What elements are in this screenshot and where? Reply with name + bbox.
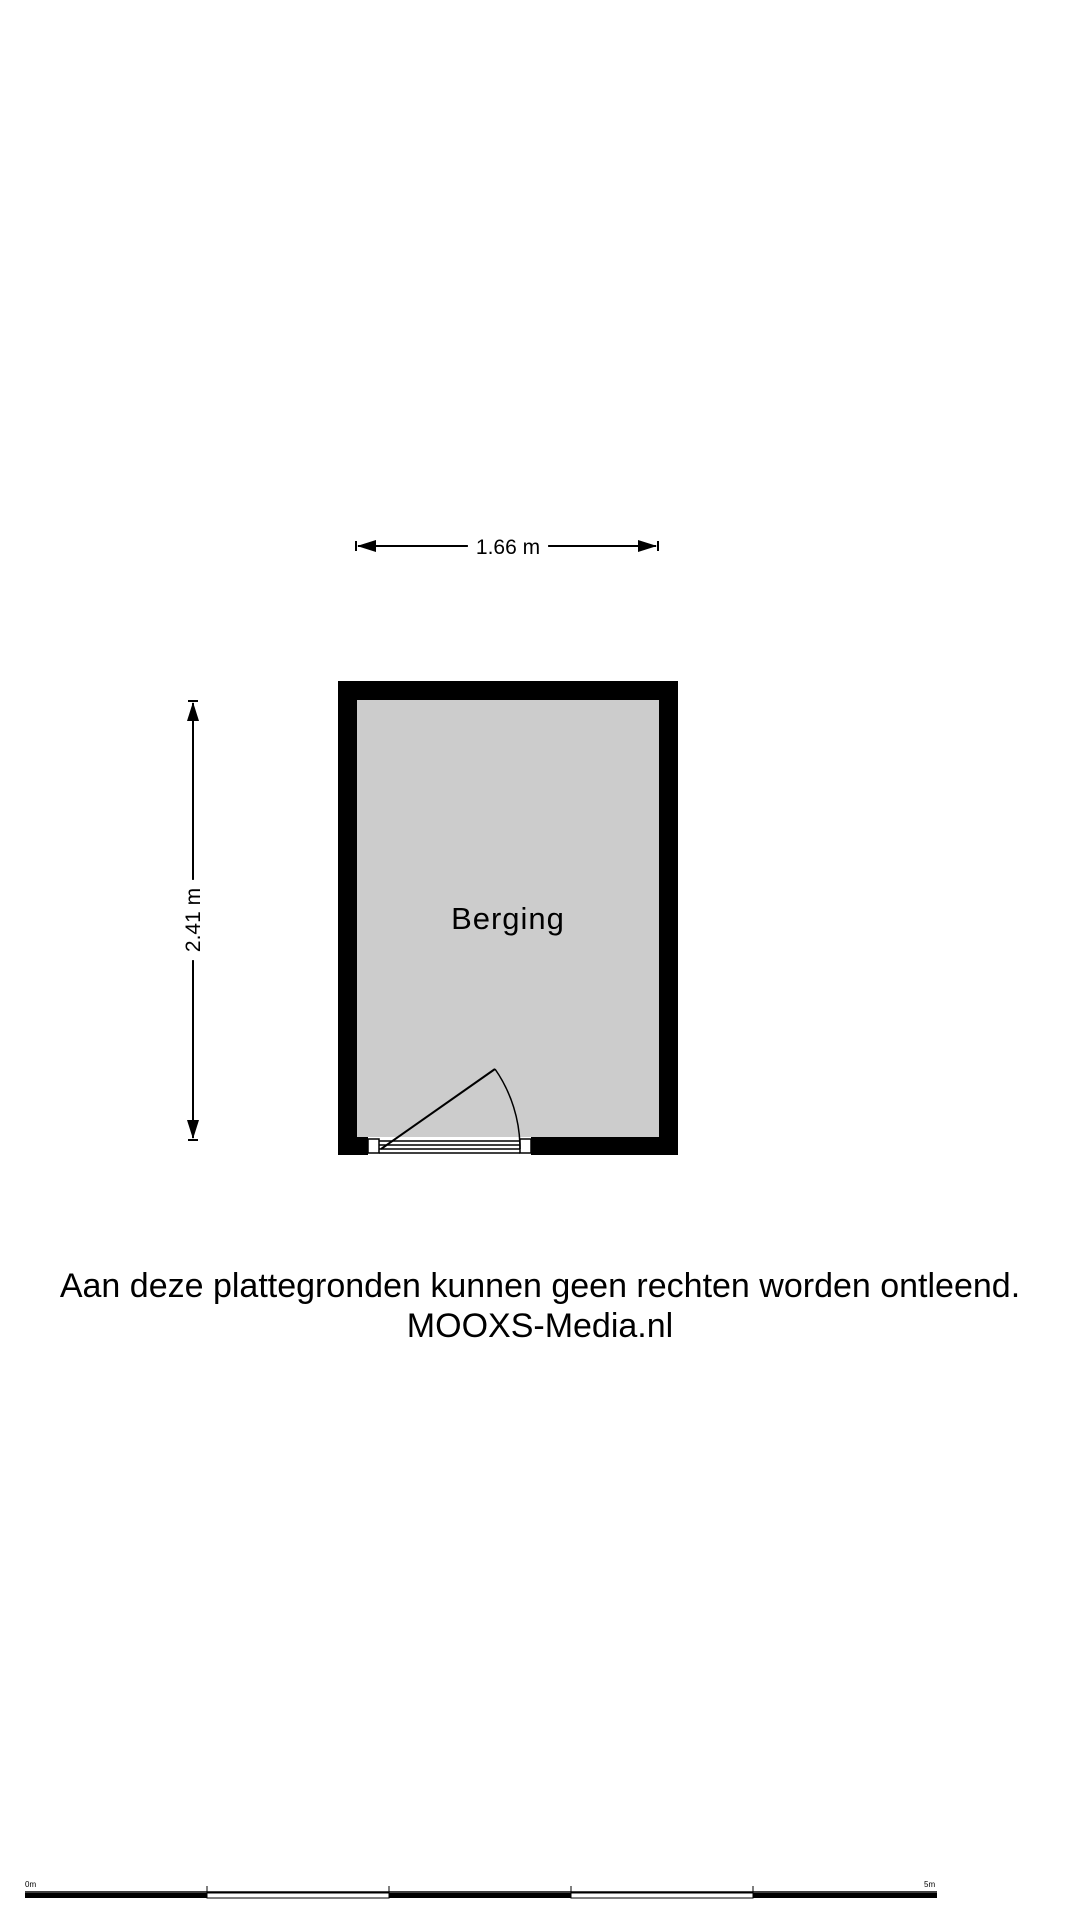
door <box>367 1068 532 1155</box>
scale-bar-end-label: 5m <box>924 1880 935 1889</box>
arrowhead-down-icon <box>187 1120 199 1139</box>
disclaimer-text: Aan deze plattegronden kunnen geen recht… <box>59 1267 1021 1305</box>
door-jamb-right <box>519 1138 532 1154</box>
room-floor <box>357 700 659 1137</box>
width-dimension-label: 1.66 m <box>476 536 540 559</box>
scale-bar: 0m 5m <box>25 1880 937 1899</box>
room-berging: Berging <box>338 681 678 1155</box>
scale-bar-start-label: 0m <box>25 1880 36 1889</box>
height-dimension: 2.41 m <box>182 700 205 1141</box>
door-swing-arc <box>494 1068 521 1150</box>
brand-text: MOOXS-Media.nl <box>406 1307 674 1345</box>
door-leaf <box>380 1068 496 1150</box>
height-dimension-label: 2.41 m <box>182 888 205 952</box>
arrowhead-left-icon <box>357 540 376 552</box>
width-dimension: 1.66 m <box>355 536 659 559</box>
arrowhead-up-icon <box>187 702 199 721</box>
door-jamb-left <box>367 1138 380 1154</box>
room-label: Berging <box>451 901 565 936</box>
arrowhead-right-icon <box>638 540 657 552</box>
